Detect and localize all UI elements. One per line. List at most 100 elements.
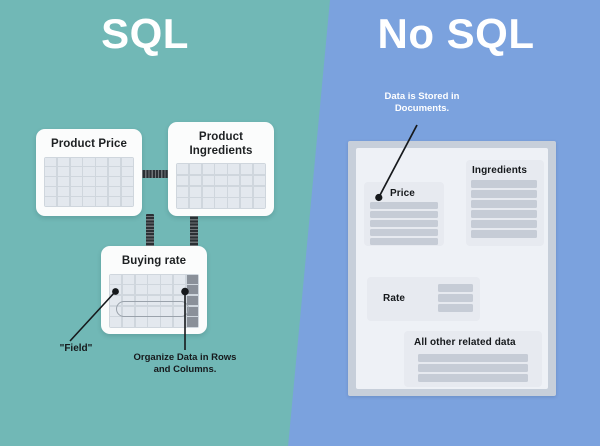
sql-table-cell — [161, 285, 173, 295]
sql-table-grid — [109, 273, 199, 328]
sql-table-cell — [161, 295, 173, 306]
sql-table-title: Product Price — [50, 138, 128, 150]
sql-table-cell — [189, 164, 202, 174]
annotation-rows-columns: Organize Data in Rows and Columns. — [133, 352, 237, 375]
nosql-block-bars-ingredients — [471, 180, 537, 238]
sql-table-cell — [148, 317, 160, 327]
sql-table-card-buying-rate[interactable]: Buying rate — [101, 246, 207, 334]
sql-table-cell — [215, 164, 227, 174]
sql-table-cell — [110, 295, 122, 306]
sql-table-cell — [57, 157, 70, 166]
sql-table-cell — [202, 164, 214, 174]
sql-table-cell — [215, 175, 227, 186]
sql-table-cell — [135, 317, 147, 327]
sql-table-cell — [70, 167, 82, 176]
nosql-data-bar — [370, 220, 438, 227]
sql-table-cell — [173, 317, 186, 327]
sql-table-cell — [121, 177, 133, 186]
nosql-panel-title: No SQL — [377, 10, 535, 57]
nosql-block-bars-rate — [438, 284, 473, 312]
sql-table-cell — [173, 274, 186, 284]
sql-table-cell — [70, 187, 82, 196]
nosql-block-label-ingredients: Ingredients — [472, 165, 527, 176]
sql-table-cell — [177, 186, 189, 197]
connector-price-to-ingredients — [140, 170, 172, 178]
sql-table-cell — [135, 285, 147, 295]
sql-table-cell — [96, 157, 108, 166]
nosql-data-bar — [370, 202, 438, 209]
sql-panel-title: SQL — [101, 10, 189, 57]
sql-table-cell — [253, 186, 265, 197]
sql-table-cell — [161, 274, 173, 284]
sql-table-cell — [240, 164, 253, 174]
sql-table-title: Product Ingredients — [189, 131, 253, 157]
sql-table-cell — [57, 197, 70, 206]
sql-table-cell — [122, 274, 135, 284]
nosql-block-bars-other-data — [418, 354, 528, 382]
sql-table-cell — [135, 295, 147, 306]
annotation-field: "Field" — [59, 343, 93, 354]
sql-table-card-product-ingredients[interactable]: Product Ingredients — [168, 122, 274, 216]
sql-table-cell — [122, 295, 135, 306]
sql-table-cell — [173, 295, 186, 306]
sql-table-cell — [148, 306, 160, 316]
nosql-block-label-rate: Rate — [383, 293, 406, 304]
sql-table-cell — [108, 177, 121, 186]
sql-table-cell — [240, 186, 253, 197]
sql-table-cell — [45, 187, 57, 196]
sql-table-cell — [161, 306, 173, 316]
nosql-block-label-price: Price — [390, 188, 415, 199]
sql-table-cell — [108, 167, 121, 176]
nosql-data-bar — [471, 200, 537, 208]
nosql-data-bar — [471, 220, 537, 228]
sql-table-cell — [45, 167, 57, 176]
sql-table-cell — [45, 197, 57, 206]
sql-table-cell — [110, 274, 122, 284]
sql-table-cell — [228, 186, 240, 197]
sql-table-cell — [202, 186, 214, 197]
sql-table-cell — [96, 167, 108, 176]
sql-table-cell — [148, 295, 160, 306]
sql-table-cell — [135, 274, 147, 284]
connector-ingredients-to-buyingrate — [190, 214, 198, 248]
sql-table-cell — [177, 198, 189, 209]
nosql-block-bars-price — [370, 202, 438, 245]
nosql-data-bar — [471, 230, 537, 238]
sql-table-cell — [122, 285, 135, 295]
nosql-data-bar — [418, 354, 528, 362]
sql-table-cell — [96, 197, 108, 206]
nosql-data-bar — [370, 229, 438, 236]
sql-table-cell — [253, 175, 265, 186]
sql-table-cell — [228, 175, 240, 186]
nosql-data-bar — [438, 294, 473, 302]
sql-table-cell — [202, 198, 214, 209]
sql-table-cell — [240, 198, 253, 209]
sql-table-cell — [70, 157, 82, 166]
sql-table-cell — [121, 157, 133, 166]
sql-table-cell — [215, 198, 227, 209]
sql-table-cell — [45, 157, 57, 166]
sql-table-cell — [45, 177, 57, 186]
sql-table-cell — [215, 186, 227, 197]
sql-table-cell — [240, 175, 253, 186]
sql-table-cell — [108, 187, 121, 196]
nosql-data-bar — [438, 284, 473, 292]
sql-table-cell — [186, 274, 198, 284]
nosql-data-bar — [471, 190, 537, 198]
sql-table-cell — [122, 306, 135, 316]
nosql-block-label-other-data: All other related data — [414, 337, 516, 348]
sql-table-cell — [189, 175, 202, 186]
sql-table-cell — [186, 295, 198, 306]
sql-table-cell — [57, 187, 70, 196]
sql-table-cell — [96, 177, 108, 186]
nosql-data-bar — [418, 374, 528, 382]
sql-table-cell — [110, 306, 122, 316]
sql-table-card-product-price[interactable]: Product Price — [36, 129, 142, 216]
sql-table-cell — [186, 306, 198, 316]
sql-table-cell — [108, 157, 121, 166]
sql-table-cell — [83, 197, 95, 206]
sql-table-cell — [70, 197, 82, 206]
sql-table-cell — [122, 317, 135, 327]
sql-table-cell — [253, 198, 265, 209]
nosql-data-bar — [438, 304, 473, 312]
